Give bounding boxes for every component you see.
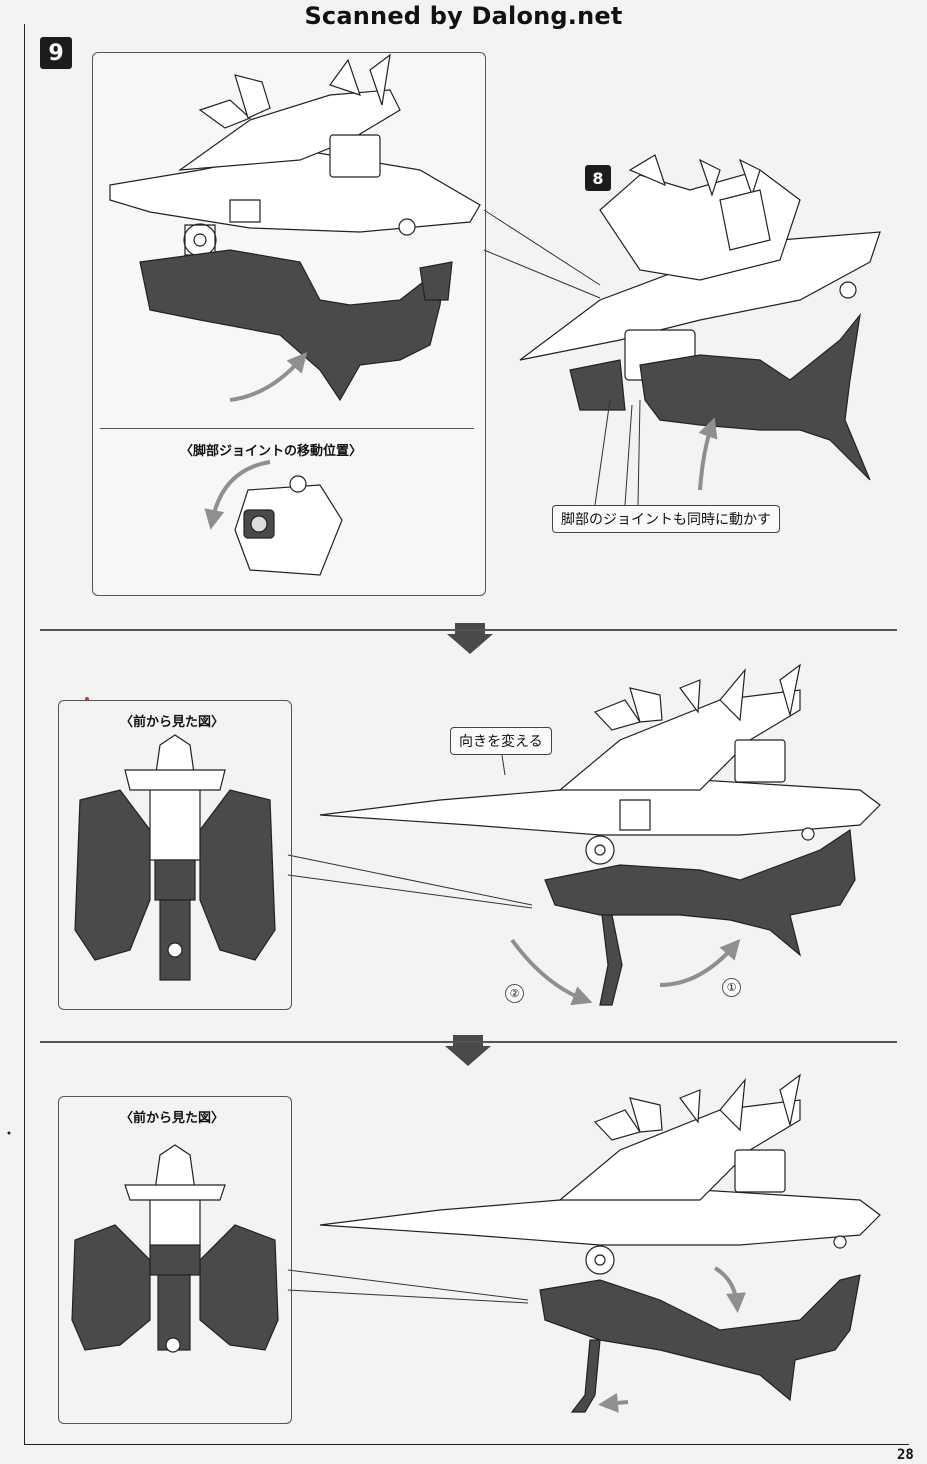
jet-fighter-top-left bbox=[109, 53, 481, 257]
leg-joint-callout: 脚部のジョイントも同時に動かす bbox=[552, 505, 780, 533]
scan-speck bbox=[7, 1131, 11, 1135]
leg-unit-top-right bbox=[569, 312, 871, 481]
down-arrow-2 bbox=[445, 1035, 491, 1066]
jet-fighter-bottom bbox=[319, 1073, 881, 1275]
section-divider-1 bbox=[40, 629, 897, 631]
front-view-label-2: 〈前から見た図〉 bbox=[120, 1111, 225, 1126]
slide-arrow-bottom bbox=[598, 1392, 629, 1413]
zoom-line bbox=[483, 249, 601, 299]
zoom-line bbox=[287, 1269, 529, 1301]
callout-leader bbox=[624, 404, 633, 506]
front-view-figure-1 bbox=[74, 734, 276, 981]
sub-step-badge: 8 bbox=[585, 165, 611, 191]
zoom-line bbox=[287, 854, 533, 906]
leg-joint-position-label: 〈脚部ジョイントの移動位置〉 bbox=[180, 444, 363, 459]
front-view-label-1: 〈前から見た図〉 bbox=[120, 715, 225, 730]
rotate-arrow-1 bbox=[659, 938, 741, 987]
rotate-arrow-top-left bbox=[229, 351, 308, 402]
step-number-badge: 9 bbox=[40, 37, 72, 69]
zoom-line bbox=[287, 1289, 529, 1304]
page-number: 28 bbox=[897, 1447, 914, 1463]
front-view-figure-2 bbox=[71, 1144, 279, 1353]
page-frame bbox=[24, 24, 909, 1445]
rotate-arrow-top-right bbox=[698, 417, 718, 491]
leg-unit-middle bbox=[544, 828, 856, 1006]
down-arrow-1 bbox=[447, 623, 493, 654]
joint-move-arrow bbox=[204, 460, 271, 530]
scan-watermark: Scanned by Dalong.net bbox=[304, 2, 623, 30]
leg-unit-top-left bbox=[139, 249, 453, 402]
panel-separator bbox=[100, 428, 474, 430]
callout-leader bbox=[594, 399, 611, 506]
callout-leader bbox=[637, 399, 641, 506]
leg-joint-detail bbox=[234, 475, 343, 576]
sequence-marker-2: ② bbox=[505, 984, 524, 1003]
leg-unit-bottom bbox=[539, 1274, 861, 1413]
rotate-arrow-bottom bbox=[713, 1266, 747, 1313]
sequence-marker-1: ① bbox=[722, 978, 741, 997]
section-divider-2 bbox=[40, 1041, 897, 1043]
zoom-line bbox=[483, 209, 601, 286]
jet-fighter-middle bbox=[319, 663, 881, 865]
change-direction-callout: 向きを変える bbox=[450, 727, 552, 755]
jet-fighter-top-right bbox=[519, 154, 881, 381]
front-view-panel-2 bbox=[58, 1096, 292, 1424]
rotate-arrow-2 bbox=[510, 938, 593, 1006]
zoom-line bbox=[287, 874, 533, 909]
front-view-panel-1 bbox=[58, 700, 292, 1010]
